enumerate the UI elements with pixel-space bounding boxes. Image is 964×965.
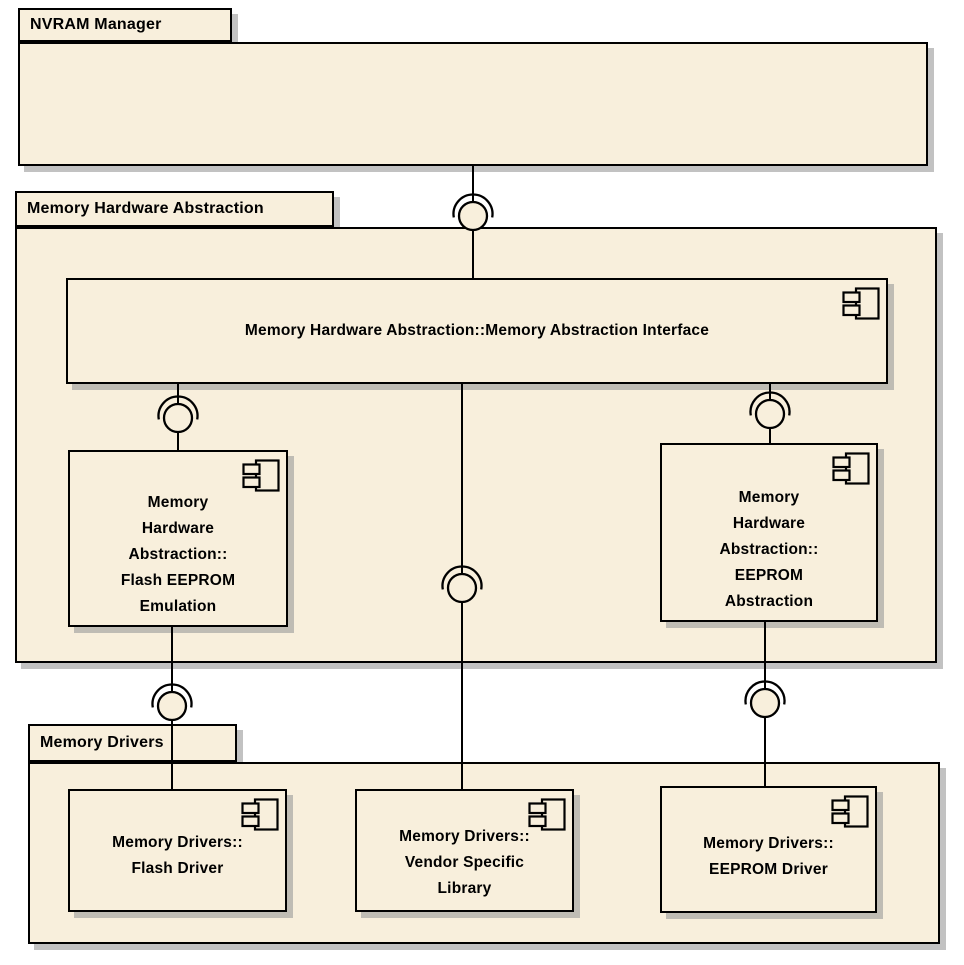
package-label-nvram-manager: NVRAM Manager xyxy=(30,16,162,33)
component-icon xyxy=(242,459,280,492)
package-tab-nvram-manager: NVRAM Manager xyxy=(18,8,232,42)
component-icon xyxy=(241,798,279,831)
component-flash-driver: Memory Drivers:: Flash Driver xyxy=(68,789,287,912)
component-label-memory-abstraction-interface: Memory Hardware Abstraction::Memory Abst… xyxy=(244,322,710,339)
provided-interface-ball-icon xyxy=(457,200,489,232)
required-interface-socket-icon xyxy=(452,193,494,218)
component-eeprom-driver: Memory Drivers:: EEPROM Driver xyxy=(660,786,877,913)
component-vendor-specific-library: Memory Drivers:: Vendor Specific Library xyxy=(355,789,574,912)
package-tab-memory-drivers: Memory Drivers xyxy=(28,724,237,762)
component-icon xyxy=(831,795,869,828)
component-label-eeprom-abstraction: Memory Hardware Abstraction:: EEPROM Abs… xyxy=(719,489,819,610)
package-label-memory-hardware-abstraction: Memory Hardware Abstraction xyxy=(27,200,264,217)
package-tab-memory-hardware-abstraction: Memory Hardware Abstraction xyxy=(15,191,334,227)
component-icon xyxy=(842,287,880,320)
component-flash-eeprom-emulation: Memory Hardware Abstraction:: Flash EEPR… xyxy=(68,450,288,627)
component-memory-abstraction-interface: Memory Hardware Abstraction::Memory Abst… xyxy=(66,278,888,384)
component-label-eeprom-driver: Memory Drivers:: EEPROM Driver xyxy=(703,835,834,878)
component-eeprom-abstraction: Memory Hardware Abstraction:: EEPROM Abs… xyxy=(660,443,878,622)
component-icon xyxy=(528,798,566,831)
provided-interface-ball-icon xyxy=(156,690,188,722)
required-interface-socket-icon xyxy=(744,680,786,705)
component-label-flash-eeprom-emulation: Memory Hardware Abstraction:: Flash EEPR… xyxy=(120,494,236,615)
component-icon xyxy=(832,452,870,485)
package-label-memory-drivers: Memory Drivers xyxy=(40,734,164,751)
component-label-vendor-specific-library: Memory Drivers:: Vendor Specific Library xyxy=(399,828,530,897)
package-body-nvram-manager xyxy=(18,42,928,166)
component-label-flash-driver: Memory Drivers:: Flash Driver xyxy=(112,834,243,877)
required-interface-socket-icon xyxy=(151,683,193,708)
provided-interface-ball-icon xyxy=(749,687,781,719)
